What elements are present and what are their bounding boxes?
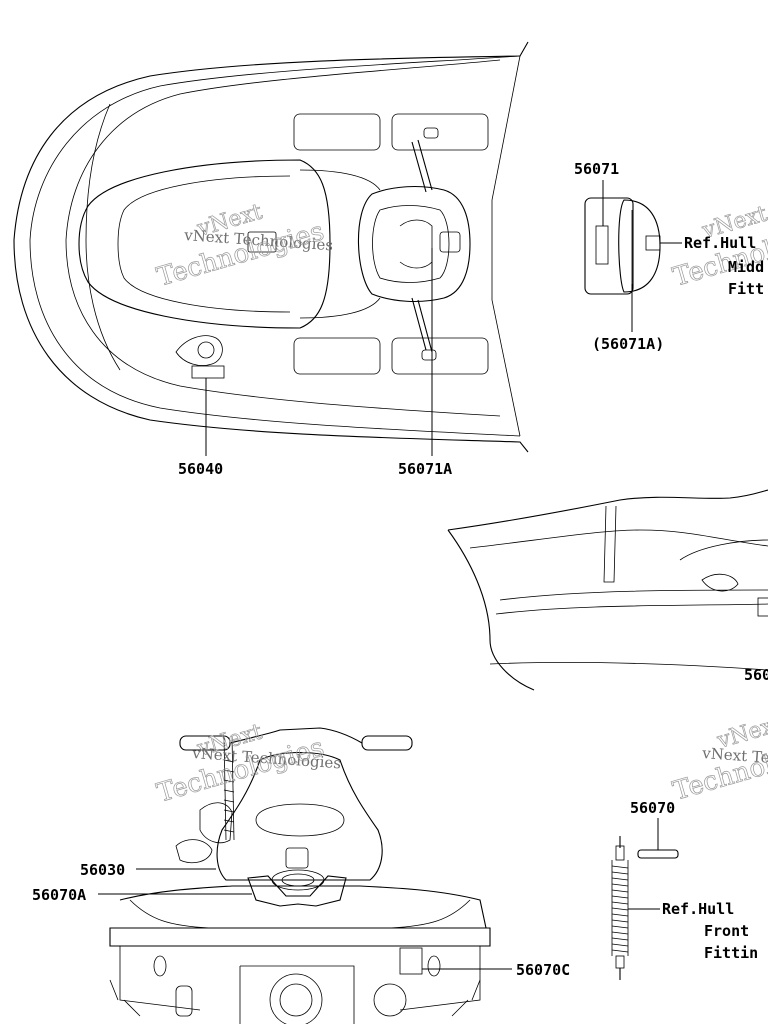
callout-56070: 56070 (630, 799, 675, 817)
watercraft-side-view (447, 489, 768, 691)
callout-56070C: 56070C (516, 961, 570, 979)
ref-hull-front-line3: Fittin (704, 944, 758, 962)
callout-56071A: 56071A (398, 460, 452, 478)
callout-56071: 56071 (574, 160, 619, 178)
detail-56071 (584, 180, 682, 332)
callout-56040: 56040 (178, 460, 223, 478)
callout-560-partial: 560 (744, 666, 768, 684)
ref-hull-front-line2: Front (704, 922, 749, 940)
watermark-group: vNext vNext Technologies Technologies vN… (153, 199, 768, 809)
ref-hull-rear-line2: Midd (728, 258, 764, 276)
ref-hull-rear-line1: Ref.Hull (684, 234, 756, 252)
watercraft-top-view (13, 41, 529, 453)
ref-hull-front-line1: Ref.Hull (662, 900, 734, 918)
detail-56070 (611, 818, 679, 980)
ref-hull-rear-line3: Fitt (728, 280, 764, 298)
watercraft-rear-view (109, 727, 491, 1027)
callout-56070A: 56070A (32, 886, 86, 904)
callout-56071A-paren: (56071A) (592, 335, 664, 353)
callout-56030: 56030 (80, 861, 125, 879)
